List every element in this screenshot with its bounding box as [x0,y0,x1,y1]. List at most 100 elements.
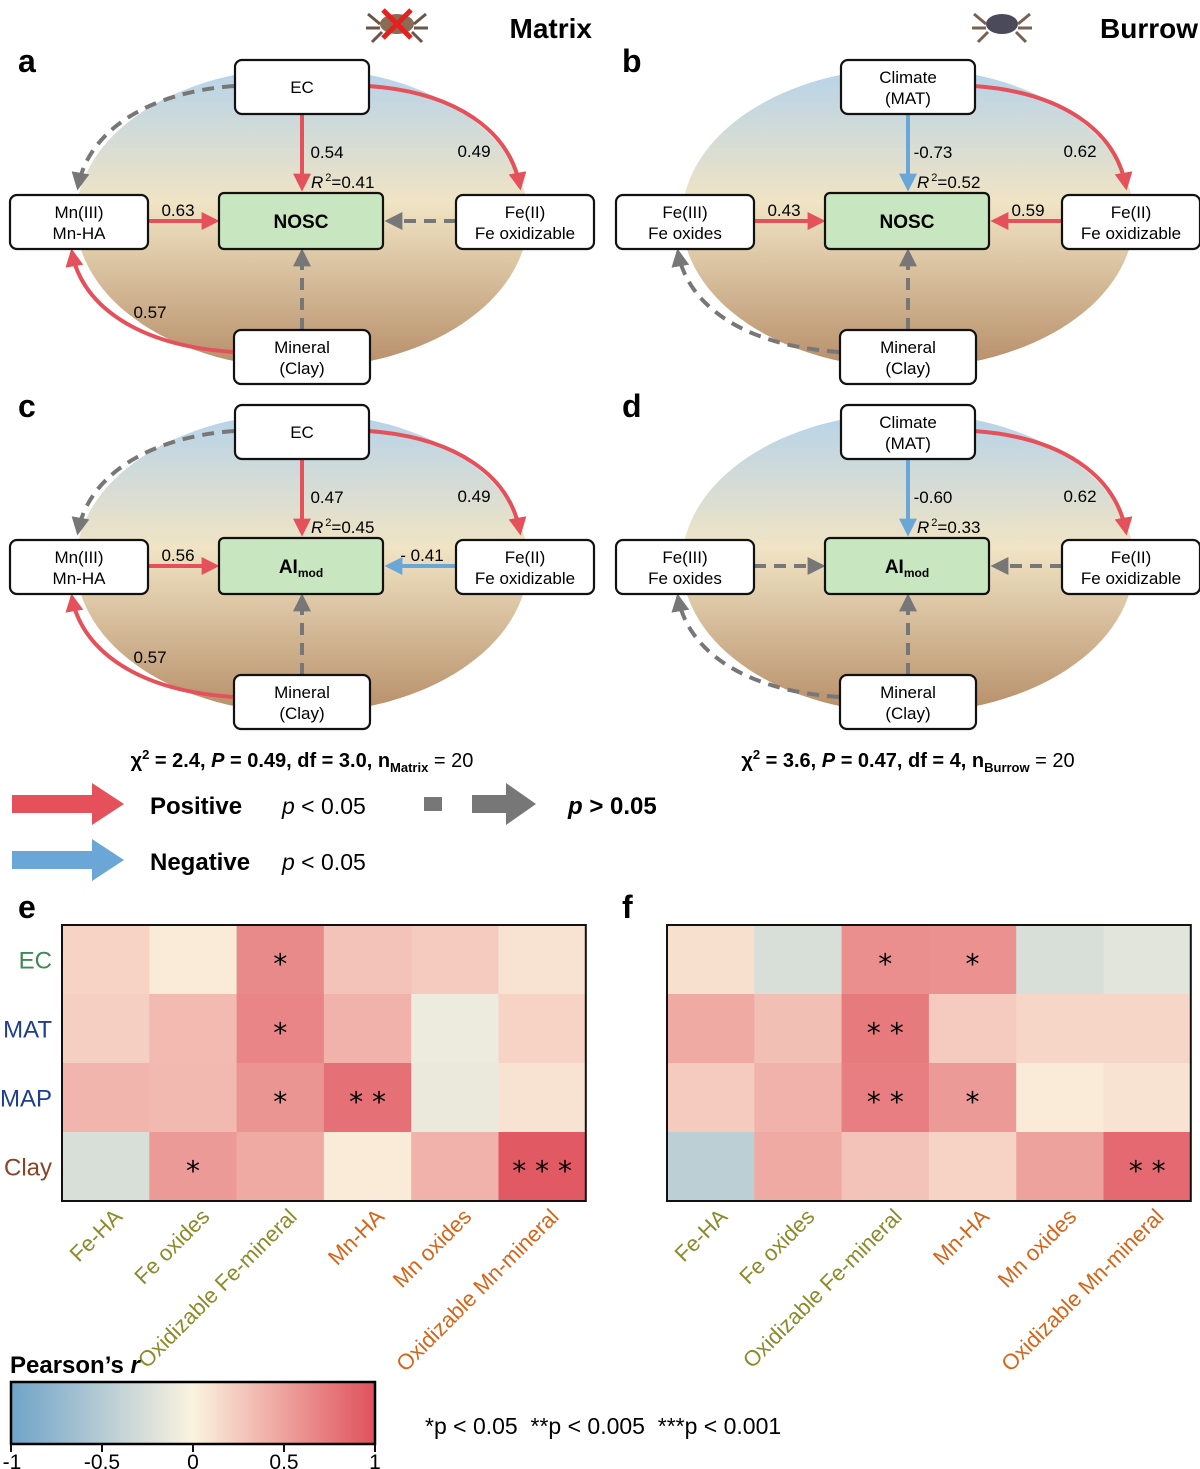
node-left-box [8,193,150,251]
node-right-label-2: Fe oxidizable [475,224,575,243]
legend-negative-arrow [12,839,124,881]
header-matrix: Matrix [510,13,593,44]
heat-cell [498,994,587,1064]
crab-icon-burrow [972,12,1032,44]
node-left: Fe(III)Fe oxides [614,538,756,596]
node-center-box [823,536,991,596]
node-center-label-main: AI [885,557,904,578]
heat-cell [754,994,843,1064]
heat-cell [928,925,1017,995]
r-squared-exp: 2 [931,172,937,184]
coef-top-right: 0.49 [457,142,490,161]
node-right: Fe(II)Fe oxidizable [454,193,596,251]
node-right-label-2: Fe oxidizable [1081,569,1181,588]
legend-negative-label: Negative [150,849,250,876]
stats-matrix-chi-val: = 2.4, [149,750,211,772]
r-squared-exp: 2 [325,517,331,529]
node-bottom-label-1: Mineral [880,683,936,702]
stats-burrow-chi: χ [741,750,753,772]
node-bottom-label-1: Mineral [274,683,330,702]
node-top: EC [233,403,371,461]
heat-cell [411,925,499,995]
node-bottom-box [232,673,372,731]
r-squared-symbol: R [311,518,323,537]
heat-cell [1016,1063,1104,1133]
node-center-label: NOSC [880,212,935,233]
stats-matrix-p-val: = 0.49, df = 3.0, n [224,750,390,772]
column-label: Oxidizable Mn-mineral [391,1204,563,1376]
path-lower-left [671,593,840,699]
column-label: Fe oxides [129,1204,214,1289]
node-top: Climate(MAT) [839,58,977,116]
node-center-box [217,191,385,251]
significance-stars: * * [1129,1155,1166,1188]
heat-cell [667,925,755,995]
coef-right: - 0.41 [400,546,443,565]
legend-negative-sig: p < 0.05 [281,849,366,875]
r-squared-symbol: R [917,518,929,537]
node-left-box [8,538,150,596]
significance-stars: * [878,948,892,981]
node-top: Climate(MAT) [839,403,977,461]
legend-nonsig-arrow [472,783,536,825]
heat-cell [236,994,325,1064]
heat-cell [928,1063,1017,1133]
coef-top-right: 0.49 [457,487,490,506]
significance-stars: * [966,1086,980,1119]
node-left-label-1: Mn(III) [54,548,103,567]
coef-top-center: -0.60 [914,488,953,507]
colorbar-tick-label: 0.5 [269,1451,298,1469]
path-lower-left [65,593,234,699]
r-squared-exp: 2 [325,172,331,184]
heat-cell [928,1132,1017,1202]
node-bottom-label-2: (Clay) [885,359,930,378]
colorbar-tick-label: 1 [369,1451,381,1469]
heat-cell [841,994,930,1064]
node-center: AImod [217,536,385,596]
node-bottom-label-2: (Clay) [279,359,324,378]
significance-stars: * [966,948,980,981]
heat-cell [149,1132,238,1202]
path-top-right [973,84,1133,191]
stats-burrow-chi-val: = 3.6, [760,750,822,772]
heat-cell [754,1132,843,1202]
node-center: NOSC [217,191,385,251]
heat-cell [754,925,843,995]
heat-cell [667,1132,755,1202]
heatmap-frame [666,924,1192,1202]
heat-cell [236,1132,325,1202]
r-squared-value: =0.45 [331,518,374,537]
coef-left: 0.63 [161,201,194,220]
coef-lower-left: 0.57 [133,303,166,322]
stats-matrix-chi: χ [131,750,143,772]
heat-cell [149,1063,238,1133]
r-squared-value: =0.33 [937,518,980,537]
row-label-ec: EC [19,948,52,975]
stats-matrix-n-val: = 20 [428,750,473,772]
stats-matrix-p: P [211,750,225,772]
node-bottom: Mineral(Clay) [232,673,372,731]
node-right-label-1: Fe(II) [505,548,546,567]
node-right: Fe(II)Fe oxidizable [1060,538,1200,596]
column-label: Oxidizable Fe-mineral [738,1204,907,1373]
panel-label-c: c [18,388,36,424]
heatmap-frame [61,924,587,1202]
row-label-mat: MAT [3,1017,52,1044]
colorbar-title: Pearson’s r [10,1352,142,1379]
heat-cell [1103,1063,1192,1133]
node-top-label: EC [290,423,314,442]
legend-nonsig-dash [424,797,442,811]
heat-cell [754,1063,843,1133]
node-bottom: Mineral(Clay) [838,328,978,386]
node-center-box [217,536,385,596]
column-label: Fe-HA [65,1204,128,1267]
heat-cell [1016,994,1104,1064]
node-center-label-sub: mod [904,566,929,580]
node-left-box [614,193,756,251]
